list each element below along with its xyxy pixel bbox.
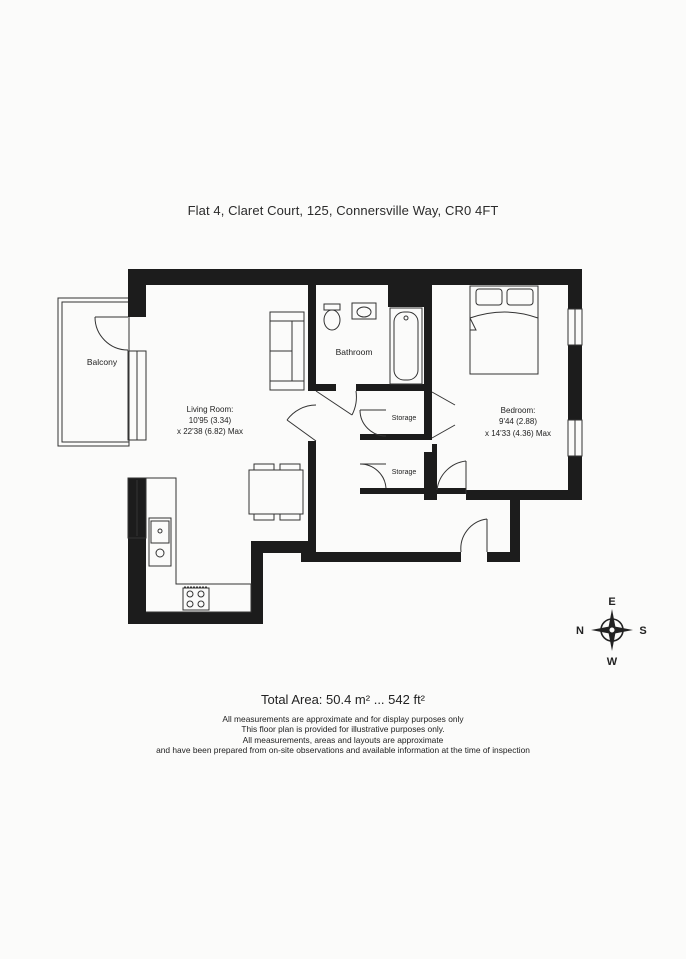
living-room-label: Living Room: xyxy=(187,405,234,414)
dining-table xyxy=(248,463,304,521)
page-title: Flat 4, Claret Court, 125, Connersville … xyxy=(187,203,499,218)
storage-1-label: Storage xyxy=(392,415,417,422)
doors xyxy=(286,390,488,553)
exterior-walls xyxy=(128,269,582,624)
disclaimer: All measurements are approximate and for… xyxy=(0,714,686,755)
kitchen-counter xyxy=(146,477,252,613)
bedroom-dim-1: 9'44 (2.88) xyxy=(499,417,537,426)
balcony-door-frame xyxy=(94,316,147,539)
bathroom-fixtures xyxy=(323,302,423,385)
disclaimer-line: All measurements are approximate and for… xyxy=(222,714,464,724)
bathroom-label: Bathroom xyxy=(336,347,373,357)
bed xyxy=(469,285,539,375)
disclaimer-line: This floor plan is provided for illustra… xyxy=(241,724,445,735)
compass-w: W xyxy=(607,656,618,668)
compass-rose: E N S W xyxy=(576,596,647,668)
sofa xyxy=(269,311,305,391)
balcony-label: Balcony xyxy=(87,357,118,367)
disclaimer-line: and have been prepared from on-site obse… xyxy=(156,744,530,755)
bedroom-windows xyxy=(567,308,583,457)
disclaimer-line: All measurements, areas and layouts are … xyxy=(242,734,444,745)
bedroom-label: Bedroom: xyxy=(501,406,536,415)
living-room-dim-1: 10'95 (3.34) xyxy=(189,416,232,425)
interior-walls xyxy=(308,285,466,552)
bedroom-dim-2: x 14'33 (4.36) Max xyxy=(485,429,551,438)
total-area: Total Area: 50.4 m² ... 542 ft² xyxy=(260,692,426,707)
balcony xyxy=(57,297,130,447)
compass-n: N xyxy=(576,625,584,637)
compass-e: E xyxy=(608,596,615,608)
storage-2-label: Storage xyxy=(392,469,417,476)
living-room-dim-2: x 22'38 (6.82) Max xyxy=(177,427,243,436)
compass-s: S xyxy=(639,625,646,637)
